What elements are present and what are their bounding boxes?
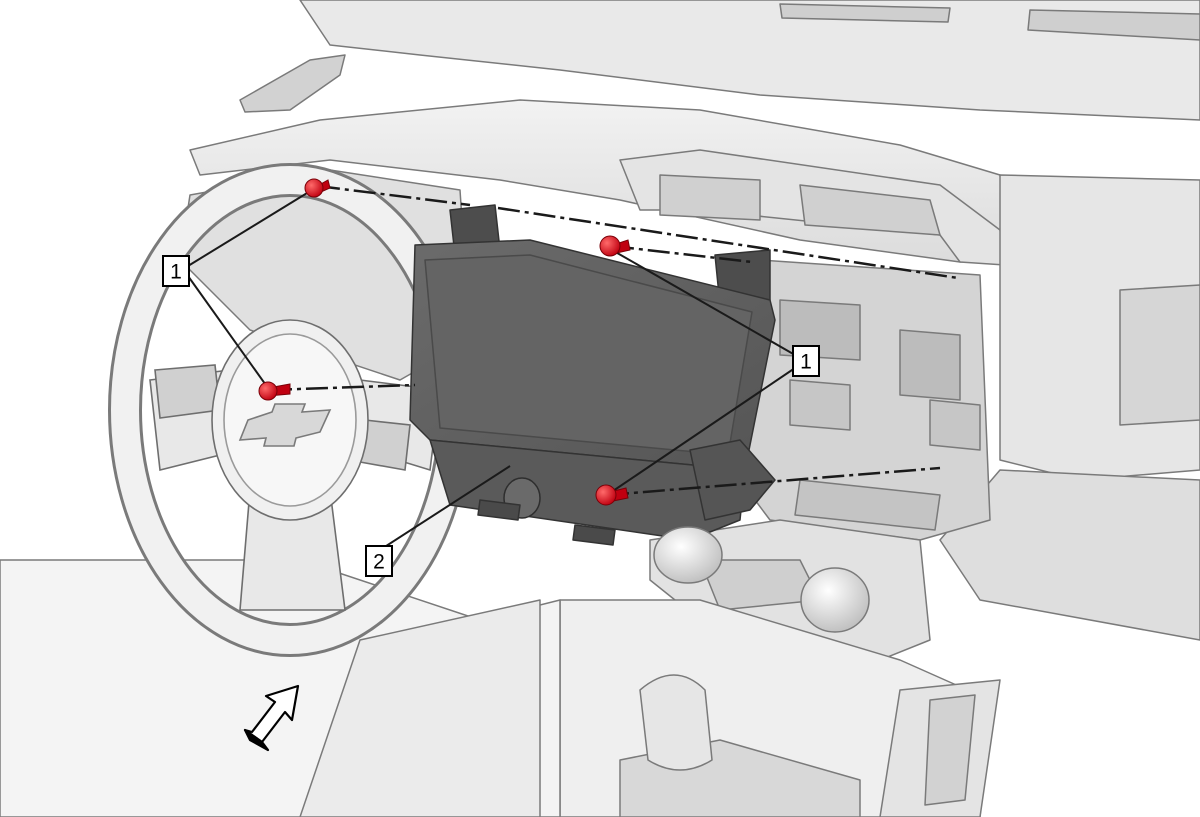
display-assembly [409, 204, 776, 546]
fastener-icon [599, 235, 631, 257]
callout-label: 1 [170, 261, 182, 284]
alignment-line [611, 244, 753, 264]
fasteners [258, 178, 631, 506]
leader-line [187, 275, 269, 389]
direction-arrow-icon [243, 684, 300, 752]
alignment-line [497, 206, 959, 280]
climate-knobs [653, 526, 870, 633]
callout-label: 1 [800, 351, 812, 374]
leader-line [379, 465, 511, 551]
fastener-icon [595, 484, 629, 506]
callout-label: 2 [373, 551, 385, 574]
alignment-line [269, 383, 416, 392]
alignment-lines [269, 184, 959, 497]
callout-display-assembly: 2 [365, 545, 393, 577]
callout-box [162, 255, 190, 287]
alignment-line [317, 184, 471, 207]
fastener-icon [258, 381, 291, 401]
fastener-icon [304, 178, 331, 198]
callout-box [365, 545, 393, 577]
leader-line [611, 249, 796, 356]
alignment-line [606, 466, 941, 497]
leader-line [187, 189, 313, 267]
callout-box [792, 345, 820, 377]
leader-lines [187, 189, 796, 551]
callout-fastener-right: 1 [792, 345, 820, 377]
leader-line [609, 367, 796, 494]
callout-fastener-left: 1 [162, 255, 190, 287]
